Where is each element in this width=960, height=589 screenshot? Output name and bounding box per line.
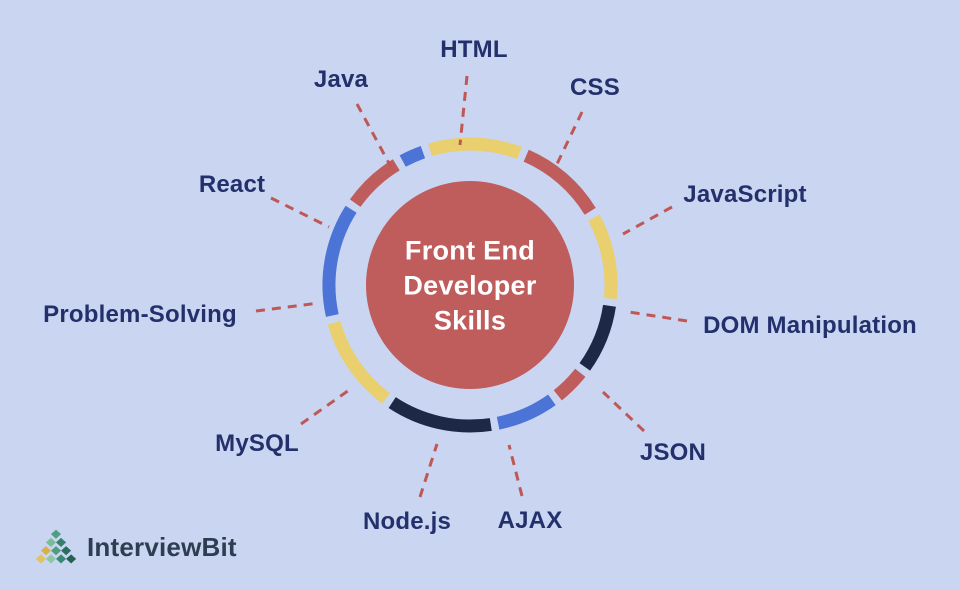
diamond-lattice-icon bbox=[35, 529, 77, 564]
logo-diamond bbox=[50, 546, 62, 556]
ring-segment-8 bbox=[322, 205, 357, 317]
ring-segment-1 bbox=[523, 149, 596, 215]
connector-line-problem-solving bbox=[255, 301, 320, 313]
ring-segment-10 bbox=[399, 145, 426, 167]
logo-diamond bbox=[40, 546, 51, 556]
logo-diamond bbox=[45, 537, 56, 547]
ring-segment-7 bbox=[327, 320, 391, 404]
connector-line-java bbox=[355, 103, 393, 168]
center-title: Front End Developer Skills bbox=[403, 233, 536, 338]
ring-segment-6 bbox=[388, 397, 492, 433]
logo-diamond bbox=[61, 546, 72, 556]
skill-label-html: HTML bbox=[440, 36, 508, 63]
ring-segment-3 bbox=[579, 304, 616, 371]
connector-line-dom-manipulation bbox=[628, 310, 688, 323]
connector-line-javascript bbox=[622, 205, 673, 236]
skill-label-react: React bbox=[198, 171, 266, 198]
skill-label-node-js: Node.js bbox=[362, 508, 452, 535]
skill-label-problem-solving: Problem-Solving bbox=[43, 301, 237, 328]
ring-segment-9 bbox=[349, 159, 400, 208]
logo-diamond bbox=[35, 554, 46, 564]
skill-label-javascript: JavaScript bbox=[683, 181, 807, 208]
connector-line-mysql bbox=[300, 386, 353, 426]
skill-label-dom-manipulation: DOM Manipulation bbox=[703, 312, 917, 339]
skill-label-mysql: MySQL bbox=[215, 430, 299, 457]
connector-line-css bbox=[555, 111, 584, 165]
center-title-line-3: Skills bbox=[433, 305, 507, 336]
connector-line-node-js bbox=[418, 443, 439, 498]
center-title-line-2: Developer bbox=[403, 270, 537, 301]
logo-diamond bbox=[45, 554, 56, 564]
skill-label-css: CSS bbox=[570, 74, 620, 101]
center-circle bbox=[366, 181, 574, 389]
connector-line-ajax bbox=[507, 444, 524, 497]
brand-name: InterviewBit bbox=[87, 531, 237, 562]
skill-label-java: Java bbox=[313, 66, 369, 93]
logo-diamond bbox=[56, 537, 67, 547]
ring-segment-2 bbox=[588, 214, 618, 300]
skill-label-json: JSON bbox=[639, 439, 707, 466]
ring-segment-0 bbox=[428, 137, 522, 160]
skill-label-ajax: AJAX bbox=[497, 507, 563, 534]
connector-line-json bbox=[601, 390, 646, 433]
logo-diamond bbox=[50, 529, 62, 539]
interviewbit-logo: InterviewBit bbox=[34, 528, 237, 566]
connector-line-html bbox=[458, 75, 469, 146]
center-title-line-1: Front End bbox=[404, 235, 536, 266]
ring-segment-4 bbox=[553, 368, 586, 401]
logo-diamond bbox=[56, 554, 67, 564]
ring-segment-5 bbox=[496, 394, 556, 430]
connector-line-react bbox=[270, 196, 330, 229]
logo-diamond bbox=[66, 554, 77, 564]
